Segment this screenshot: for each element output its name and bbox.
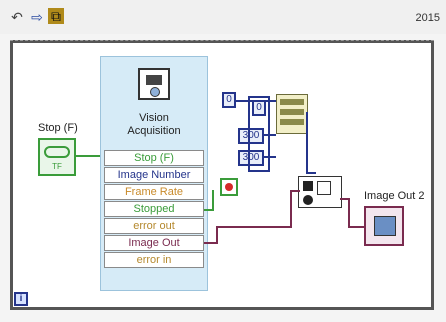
bundle-row	[280, 109, 304, 115]
image-wire-6	[340, 198, 350, 200]
wire-300b	[264, 156, 276, 158]
abort-icon[interactable]: ⧉	[48, 8, 64, 24]
bundle-row	[280, 119, 304, 125]
stopped-wire-h	[204, 209, 214, 211]
run-continuously-icon[interactable]: ↶	[8, 8, 26, 26]
image-wire-4	[290, 190, 292, 228]
arrow-icon: ⇨	[31, 8, 43, 25]
image-wire-8	[348, 226, 364, 228]
loop-iteration-icon[interactable]: i	[14, 292, 28, 306]
image-out-indicator[interactable]	[364, 206, 404, 246]
imaq-roi-node[interactable]	[298, 176, 342, 208]
bundle-out-wire-h	[306, 172, 316, 174]
image-out-label: Image Out 2	[364, 190, 425, 202]
terminal-stop[interactable]: Stop (F)	[104, 150, 204, 166]
while-loop[interactable]	[10, 40, 434, 310]
terminal-error-in[interactable]: error in	[104, 252, 204, 268]
wire-300a	[264, 134, 276, 136]
toolbar	[0, 0, 446, 34]
roi-icon	[303, 181, 313, 191]
camera-lens	[150, 87, 160, 97]
image-wire-5	[290, 190, 300, 192]
image-icon	[317, 181, 331, 195]
run-arrow-icon[interactable]: ⇨	[28, 8, 46, 26]
loop-dash	[10, 40, 434, 42]
stopped-wire-v	[212, 190, 214, 211]
camera-icon	[138, 68, 170, 100]
undo-icon: ↶	[11, 8, 23, 25]
version-year: 2015	[415, 12, 440, 24]
toggle-icon	[44, 146, 70, 158]
image-wire-1	[204, 242, 218, 244]
stop-boolean-control[interactable]: TF	[38, 138, 76, 176]
vi-title-line2: Acquisition	[127, 125, 181, 137]
stop-value: TF	[52, 162, 62, 171]
bundle-out-wire	[306, 112, 308, 174]
terminal-stopped[interactable]: Stopped	[104, 201, 204, 217]
terminal-error-out[interactable]: error out	[104, 218, 204, 234]
bundle-row	[280, 99, 304, 105]
vi-title: Vision Acquisition	[100, 112, 208, 138]
camera-body	[146, 75, 162, 85]
bundle-node[interactable]	[276, 94, 308, 134]
terminal-frame-rate[interactable]: Frame Rate	[104, 184, 204, 200]
image-wire-2	[216, 226, 218, 244]
gear-icon	[303, 195, 313, 205]
stop-terminal[interactable]	[220, 178, 238, 196]
stop-symbol-icon: ⧉	[51, 7, 61, 24]
stop-sign-icon	[225, 183, 233, 191]
constant-300-a[interactable]: 300	[238, 128, 264, 144]
vi-title-line1: Vision	[139, 112, 169, 124]
stop-label: Stop (F)	[38, 122, 78, 134]
constant-300-b[interactable]: 300	[238, 150, 264, 166]
constant-zero-top[interactable]: 0	[222, 92, 236, 108]
wire-top	[236, 100, 276, 102]
image-display-icon	[374, 216, 396, 236]
terminal-image-out[interactable]: Image Out	[104, 235, 204, 251]
image-wire-7	[348, 198, 350, 228]
image-wire-3	[216, 226, 292, 228]
terminal-image-number[interactable]: Image Number	[104, 167, 204, 183]
stop-wire	[76, 155, 104, 157]
